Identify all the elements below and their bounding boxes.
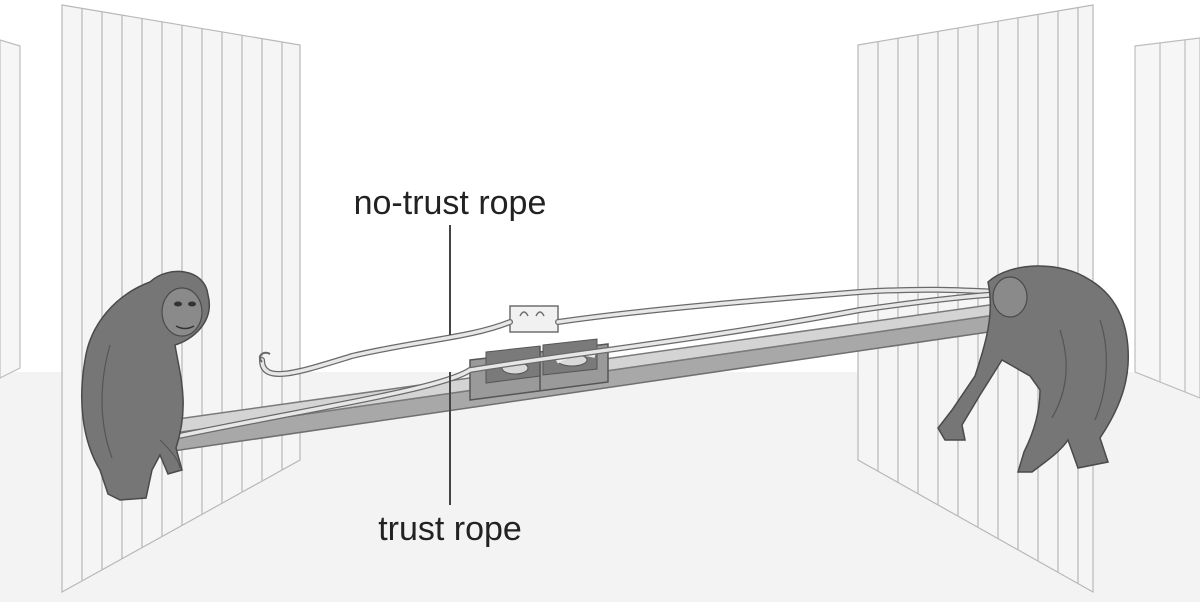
no-trust-rope-label: no-trust rope: [354, 184, 547, 222]
right-chimpanzee: [937, 265, 1129, 473]
ropes: [157, 286, 1003, 443]
rope-pulley-box: [509, 305, 559, 333]
left-far-enclosure: [0, 39, 21, 379]
right-far-enclosure: [1134, 37, 1200, 399]
trust-rope-label: trust rope: [378, 510, 522, 548]
left-chimpanzee: [81, 270, 211, 501]
